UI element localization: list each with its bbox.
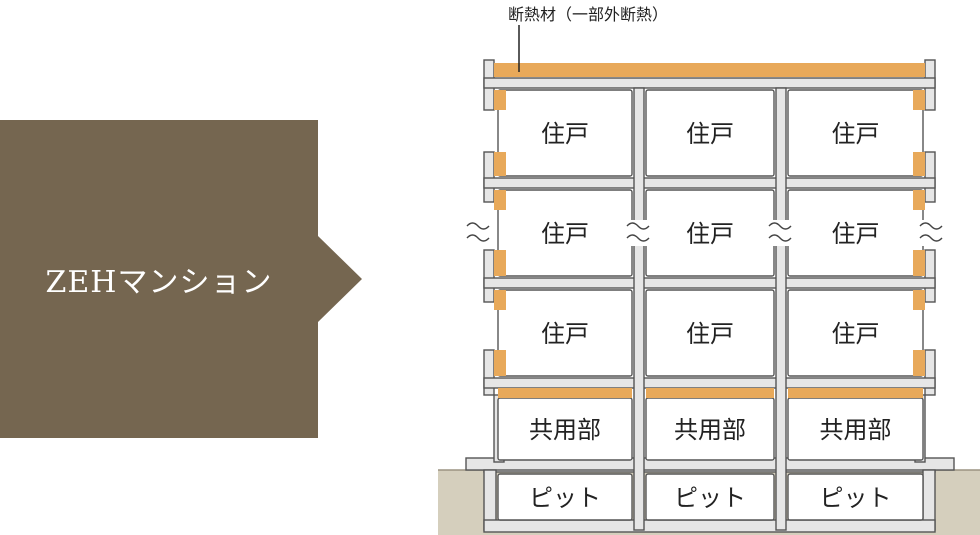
residence-room-box: [497, 289, 633, 377]
floor-slab: [483, 177, 936, 189]
common-room: 共用部: [645, 397, 775, 461]
roof-slab: [483, 77, 936, 89]
residence-room-box: [645, 89, 775, 177]
residence-room: 住戸: [787, 289, 924, 377]
pit-room: ピット: [645, 473, 775, 521]
omission-mark-wave: [466, 234, 490, 242]
common-room-label: 共用部: [529, 416, 601, 444]
wall-insulation-right: [913, 152, 925, 176]
rooms: 住戸住戸住戸住戸住戸住戸住戸住戸住戸共用部共用部共用部ピットピットピット: [497, 89, 924, 521]
wall-insulation-left: [494, 90, 506, 110]
pit-room-box: [787, 473, 924, 521]
foundation-slab: [483, 519, 936, 533]
omission-mark: [466, 220, 490, 246]
outer-column-right: [924, 151, 936, 203]
floor-insulation: [646, 388, 774, 398]
residence-room-label: 住戸: [541, 220, 589, 248]
residence-room-box: [787, 289, 924, 377]
residence-room: 住戸: [497, 89, 633, 177]
residence-room-label: 住戸: [686, 320, 734, 348]
floor-slab: [483, 277, 936, 289]
common-room-label: 共用部: [674, 416, 746, 444]
wall-insulation-left: [494, 190, 506, 210]
residence-room-label: 住戸: [832, 320, 880, 348]
residence-room: 住戸: [645, 189, 775, 277]
pit-room-label: ピット: [820, 484, 892, 512]
pit-room: ピット: [497, 473, 633, 521]
residence-room-label: 住戸: [832, 120, 880, 148]
building-structure: [465, 59, 955, 533]
interior-wall: [775, 87, 787, 531]
omission-mark-wave: [626, 234, 650, 242]
omission-mark-wave: [768, 222, 792, 230]
residence-room-label: 住戸: [541, 320, 589, 348]
omission-mark: [919, 220, 943, 246]
section-label-shape: [0, 120, 362, 438]
insulation-callout: 断熱材（一部外断熱）: [508, 5, 668, 72]
roof-insulation: [494, 63, 925, 77]
insulation-layer: [494, 63, 925, 398]
residence-room: 住戸: [497, 289, 633, 377]
pit-room-box: [497, 473, 633, 521]
floor-insulation: [498, 388, 632, 398]
residence-room-box: [787, 89, 924, 177]
wall-insulation-left: [494, 152, 506, 176]
section-label-arrow: [0, 120, 362, 438]
wall-insulation-right: [913, 190, 925, 210]
wall-insulation-left: [494, 290, 506, 310]
callout-text: 断熱材（一部外断熱）: [508, 5, 668, 24]
interior-wall: [633, 87, 645, 531]
common-room: 共用部: [787, 397, 924, 461]
residence-room: 住戸: [787, 89, 924, 177]
outer-column-right: [924, 249, 936, 303]
omission-mark-wave: [466, 222, 490, 230]
wall-insulation-right: [913, 350, 925, 376]
residence-room-label: 住戸: [686, 220, 734, 248]
pit-room-label: ピット: [529, 484, 601, 512]
residence-room-box: [645, 289, 775, 377]
omission-marks: [466, 220, 943, 246]
common-room: 共用部: [497, 397, 633, 461]
omission-mark: [768, 220, 792, 246]
residence-room-label: 住戸: [832, 220, 880, 248]
floor-slab: [483, 377, 936, 389]
floor-insulation: [788, 388, 923, 398]
residence-room: 住戸: [787, 189, 924, 277]
section-label-text: ZEHマンション: [45, 265, 273, 300]
wall-insulation-right: [913, 250, 925, 276]
wall-insulation-left: [494, 250, 506, 276]
pit-room-label: ピット: [674, 484, 746, 512]
outer-column-left: [483, 249, 495, 303]
residence-room-box: [497, 89, 633, 177]
omission-mark: [626, 220, 650, 246]
residence-room-label: 住戸: [541, 120, 589, 148]
wall-insulation-right: [913, 290, 925, 310]
pit-room: ピット: [787, 473, 924, 521]
omission-mark-wave: [919, 234, 943, 242]
common-room-label: 共用部: [820, 416, 892, 444]
outer-column-left: [483, 151, 495, 203]
pit-room-box: [645, 473, 775, 521]
residence-room-label: 住戸: [686, 120, 734, 148]
omission-mark-wave: [919, 222, 943, 230]
wall-insulation-left: [494, 350, 506, 376]
omission-mark-wave: [768, 234, 792, 242]
residence-room: 住戸: [645, 289, 775, 377]
residence-room: 住戸: [497, 189, 633, 277]
wall-insulation-right: [913, 90, 925, 110]
residence-room: 住戸: [645, 89, 775, 177]
omission-mark-wave: [626, 222, 650, 230]
